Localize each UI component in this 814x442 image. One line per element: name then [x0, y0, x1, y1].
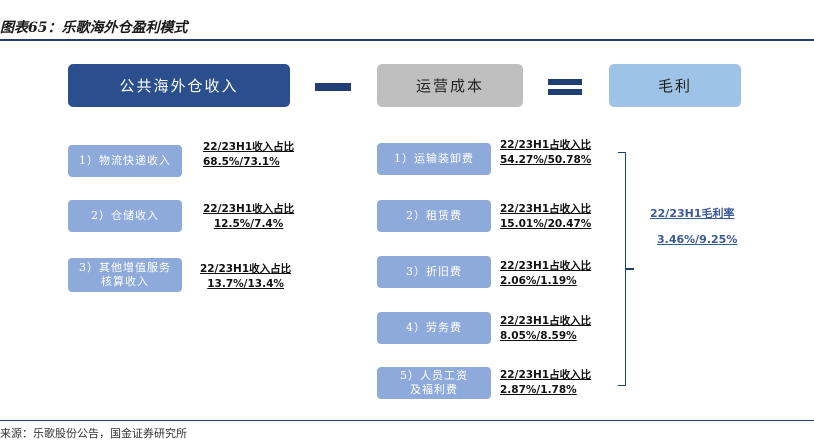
- revenue-item-2-ratio: 22/23H1收入占比 12.5%/7.4%: [203, 202, 294, 232]
- cost-item-4-ratio-value: 8.05%/8.59%: [500, 330, 577, 342]
- equals-operator-top: [548, 79, 582, 85]
- cost-item-5-label-line-1: 5）人员工资: [400, 369, 468, 382]
- cost-item-3: 3）折旧费: [377, 256, 491, 288]
- cost-item-1: 1）运输装卸费: [377, 143, 491, 175]
- revenue-item-3-ratio: 22/23H1收入占比 13.7%/13.4%: [200, 262, 291, 292]
- cost-item-4-label: 4）劳务费: [406, 321, 462, 334]
- cost-item-1-ratio: 22/23H1占收入比 54.27%/50.78%: [500, 138, 591, 168]
- gross-profit-box: 毛利: [609, 64, 741, 107]
- revenue-item-2-ratio-label: 22/23H1收入占比: [203, 203, 295, 215]
- revenue-item-1: 1）物流快递收入: [68, 145, 182, 177]
- cost-item-5: 5）人员工资 及福利费: [377, 367, 491, 399]
- revenue-box: 公共海外仓收入: [68, 64, 290, 107]
- cost-item-5-label-line-2: 及福利费: [410, 383, 458, 396]
- cost-item-2-ratio-label: 22/23H1占收入比: [500, 203, 592, 215]
- top-rule: [0, 39, 814, 41]
- cost-item-3-label: 3）折旧费: [406, 265, 462, 278]
- cost-item-2-ratio-value: 15.01%/20.47%: [500, 218, 592, 230]
- revenue-item-1-ratio-label: 22/23H1收入占比: [203, 141, 295, 153]
- cost-item-5-ratio-value: 2.87%/1.78%: [500, 384, 577, 396]
- revenue-item-3-label-line-2: 核算收入: [101, 275, 149, 288]
- revenue-item-3-ratio-value: 13.7%/13.4%: [207, 278, 284, 290]
- minus-operator: [315, 83, 351, 91]
- cost-item-5-ratio: 22/23H1占收入比 2.87%/1.78%: [500, 368, 591, 398]
- figure-title: 图表65：乐歌海外仓盈利模式: [0, 20, 188, 36]
- cost-box: 运营成本: [377, 64, 523, 107]
- revenue-item-3: 3）其他增值服务 核算收入: [68, 258, 182, 292]
- cost-item-3-ratio-label: 22/23H1占收入比: [500, 260, 592, 272]
- cost-item-2: 2）租赁费: [377, 200, 491, 232]
- cost-bracket: [618, 152, 626, 386]
- bottom-rule: [0, 420, 814, 421]
- revenue-item-3-label-line-1: 3）其他增值服务: [79, 261, 171, 274]
- cost-item-2-label: 2）租赁费: [406, 209, 462, 222]
- revenue-item-3-ratio-label: 22/23H1收入占比: [200, 263, 292, 275]
- gross-profit-box-label: 毛利: [657, 77, 692, 95]
- cost-item-4: 4）劳务费: [377, 312, 491, 344]
- revenue-item-2-ratio-value: 12.5%/7.4%: [213, 218, 284, 230]
- gross-margin-label: 22/23H1毛利率: [650, 207, 735, 220]
- cost-item-3-ratio: 22/23H1占收入比 2.06%/1.19%: [500, 259, 591, 289]
- cost-item-3-ratio-value: 2.06%/1.19%: [500, 275, 577, 287]
- cost-item-4-ratio-label: 22/23H1占收入比: [500, 315, 592, 327]
- revenue-item-1-ratio: 22/23H1收入占比 68.5%/73.1%: [203, 140, 294, 170]
- cost-item-1-label: 1）运输装卸费: [394, 152, 474, 165]
- cost-bracket-tick: [626, 268, 634, 270]
- gross-margin-value: 3.46%/9.25%: [657, 233, 738, 246]
- revenue-item-2: 2）仓储收入: [68, 200, 182, 232]
- revenue-item-1-label: 1）物流快递收入: [79, 154, 171, 167]
- cost-box-label: 运营成本: [415, 77, 484, 95]
- equals-operator-bottom: [548, 89, 582, 95]
- revenue-box-label: 公共海外仓收入: [119, 77, 239, 95]
- revenue-item-2-label: 2）仓储收入: [91, 209, 159, 222]
- cost-item-1-ratio-label: 22/23H1占收入比: [500, 139, 592, 151]
- cost-item-5-ratio-label: 22/23H1占收入比: [500, 369, 592, 381]
- cost-item-1-ratio-value: 54.27%/50.78%: [500, 154, 592, 166]
- revenue-item-1-ratio-value: 68.5%/73.1%: [203, 156, 280, 168]
- cost-item-2-ratio: 22/23H1占收入比 15.01%/20.47%: [500, 202, 591, 232]
- source-note: 来源：乐歌股份公告，国金证券研究所: [0, 427, 187, 440]
- cost-item-4-ratio: 22/23H1占收入比 8.05%/8.59%: [500, 314, 591, 344]
